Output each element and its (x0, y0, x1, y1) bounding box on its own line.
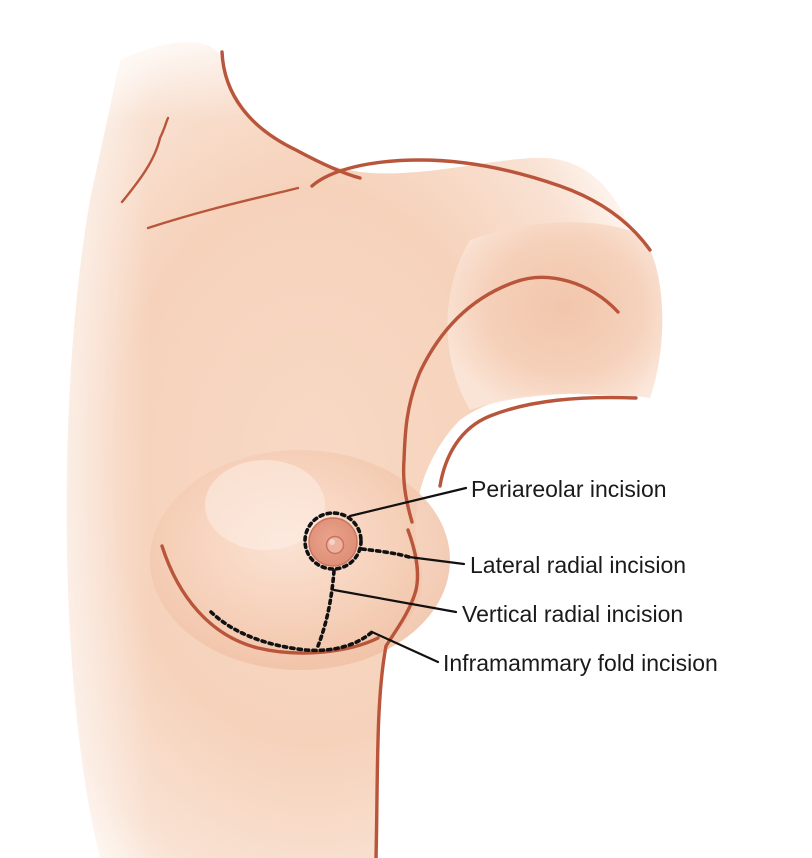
nipple-highlight (329, 539, 335, 545)
vertical-radial-leader (332, 588, 458, 614)
lateral-radial-label: Lateral radial incision (470, 552, 686, 578)
axilla-outline (401, 275, 620, 524)
shoulder-outline (310, 158, 652, 252)
inframammary-fold-incision-line (209, 610, 374, 653)
breast-highlight (205, 460, 325, 550)
left-fade (0, 0, 150, 858)
lateral-radial-leader (407, 555, 466, 566)
vertical-radial-label: Vertical radial incision (462, 601, 683, 627)
inframammary-leader (370, 630, 440, 664)
nipple (325, 535, 345, 555)
clavicle-outline (146, 186, 300, 230)
periareolar-leader (348, 486, 468, 518)
jaw-contour (120, 116, 170, 204)
breast-lower-outline (160, 544, 380, 655)
arm-skin (447, 222, 663, 410)
arm-lower-outline (438, 395, 638, 488)
lateral-radial-incision-line (360, 547, 411, 559)
inframammary-label: Inframammary fold incision (443, 650, 718, 676)
periareolar-label: Periareolar incision (471, 476, 667, 502)
top-fade (0, 0, 812, 120)
vertical-radial-incision-line (316, 569, 336, 648)
periareolar-incision-line (303, 511, 363, 571)
